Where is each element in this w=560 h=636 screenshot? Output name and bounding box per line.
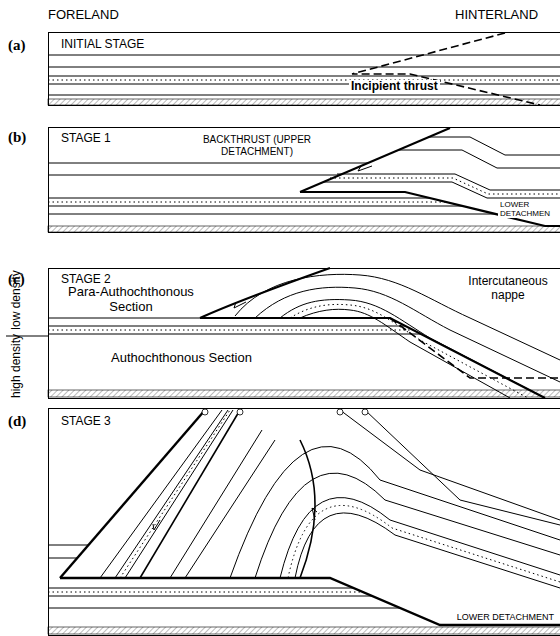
panel-letter: (d) [8,413,26,430]
direction-label: FORELAND [48,8,119,23]
stage-panel: STAGE 2Para-Authochthonous SectionInterc… [48,268,560,399]
structure-label: LOWER DETACHMENT [455,612,556,622]
structure-label: Para-Authochthonous Section [61,285,201,315]
structure-label: Authochthonous Section [109,351,254,366]
stage-panel: STAGE 3 LOWER DETACHMENT [48,408,560,636]
stage-title: STAGE 3 [61,415,111,429]
direction-label: HINTERLAND [455,8,538,23]
panel-letter: (b) [8,129,26,146]
panel-letter: (a) [8,37,26,54]
structure-label: BACKTHRUST (UPPER DETACHMENT) [199,134,315,157]
section-density-label: low density [10,270,24,329]
stage-title: INITIAL STAGE [61,38,144,52]
stage-panel: INITIAL STAGE Incipient thrust [48,32,560,106]
stage-panel: STAGE 1 BACKTHRUST (UPPER DETACHMENT) LOWE… [48,127,560,233]
section-density-label: high density [10,334,24,398]
structure-label: LOWER DETACHMEN [498,200,556,218]
stage-title: STAGE 1 [61,132,111,146]
structure-label: Intercutaneous nappe [460,275,556,303]
structure-label: Incipient thrust [349,80,440,94]
